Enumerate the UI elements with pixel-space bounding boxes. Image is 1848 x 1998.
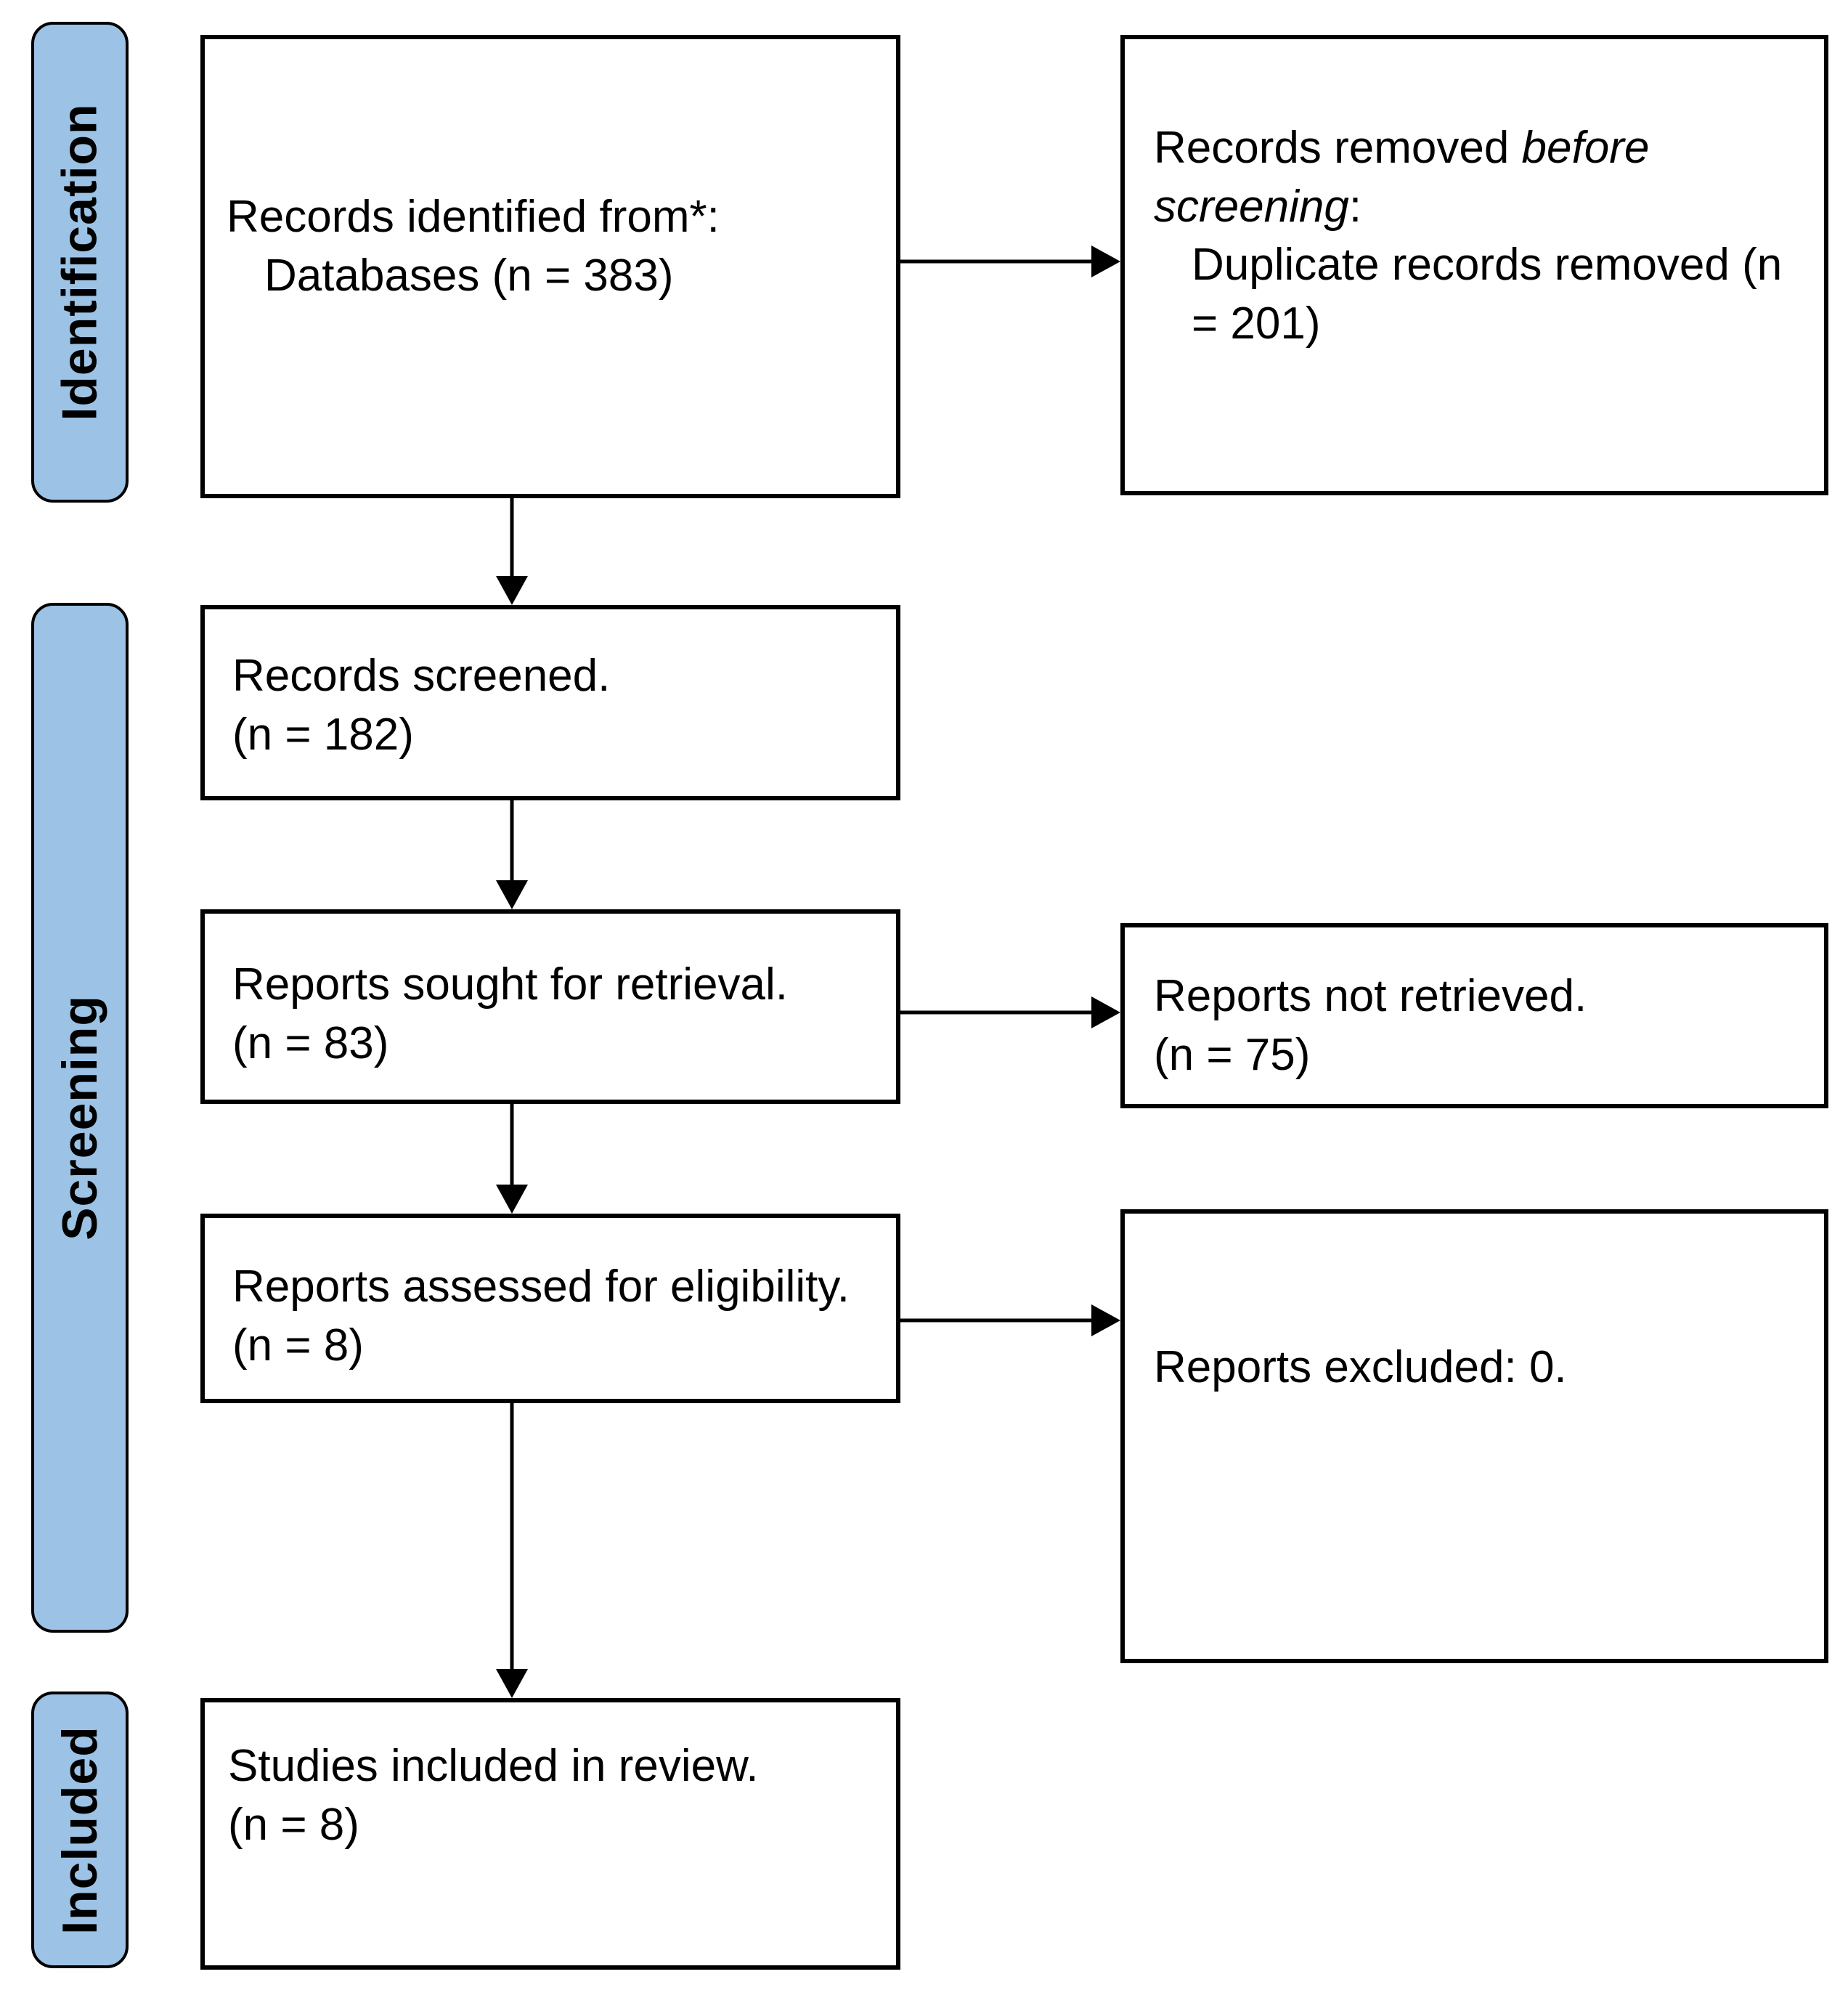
reports-excluded-text: Reports excluded: 0.: [1154, 1342, 1567, 1392]
reports-not-retrieved-count: (n = 75): [1154, 1029, 1311, 1080]
records-screened-text: Records screened.: [232, 651, 611, 701]
box-studies-included: Studies included in review. (n = 8): [200, 1698, 900, 1970]
box-reports-not-retrieved: Reports not retrieved. (n = 75): [1120, 923, 1828, 1108]
records-screened-count: (n = 182): [232, 709, 414, 760]
arrow-assessed-to-included: [496, 1403, 528, 1698]
reports-not-retrieved-text: Reports not retrieved.: [1154, 971, 1587, 1021]
arrow-sought-to-notretrieved: [900, 996, 1120, 1028]
duplicates-removed-count: Duplicate records removed (n = 201): [1192, 240, 1795, 349]
arrow-identified-to-removed: [900, 245, 1120, 277]
records-removed-text-post: :: [1348, 181, 1362, 232]
reports-assessed-count: (n = 8): [232, 1320, 364, 1370]
stage-bar-included: Included: [31, 1692, 129, 1968]
records-identified-text: Records identified from*:: [227, 192, 720, 242]
stage-label-included: Included: [52, 1725, 108, 1935]
reports-sought-count: (n = 83): [232, 1018, 389, 1068]
stage-label-identification: Identification: [52, 103, 108, 421]
records-removed-text-pre: Records removed: [1154, 123, 1522, 173]
records-identified-count: Databases (n = 383): [264, 250, 674, 301]
reports-assessed-text: Reports assessed for eligibility.: [232, 1262, 850, 1312]
box-records-removed: Records removed before screening: Duplic…: [1120, 35, 1828, 495]
box-records-screened: Records screened. (n = 182): [200, 605, 900, 800]
reports-sought-text: Reports sought for retrieval.: [232, 959, 789, 1010]
arrow-assessed-to-excluded: [900, 1304, 1120, 1336]
records-removed-text-italic: before screening: [1154, 123, 1662, 232]
records-removed-text: Records removed before screening:: [1154, 119, 1802, 236]
studies-included-count: (n = 8): [228, 1799, 359, 1850]
stage-bar-screening: Screening: [31, 603, 129, 1633]
box-records-identified: Records identified from*: Databases (n =…: [200, 35, 900, 498]
box-reports-excluded: Reports excluded: 0.: [1120, 1209, 1828, 1663]
box-reports-assessed: Reports assessed for eligibility. (n = 8…: [200, 1214, 900, 1403]
box-reports-sought: Reports sought for retrieval. (n = 83): [200, 909, 900, 1104]
stage-bar-identification: Identification: [31, 22, 129, 503]
arrow-sought-to-assessed: [496, 1104, 528, 1214]
studies-included-text: Studies included in review.: [228, 1741, 759, 1791]
arrow-identified-to-screened: [496, 498, 528, 605]
stage-label-screening: Screening: [52, 995, 107, 1240]
arrow-screened-to-sought: [496, 800, 528, 909]
